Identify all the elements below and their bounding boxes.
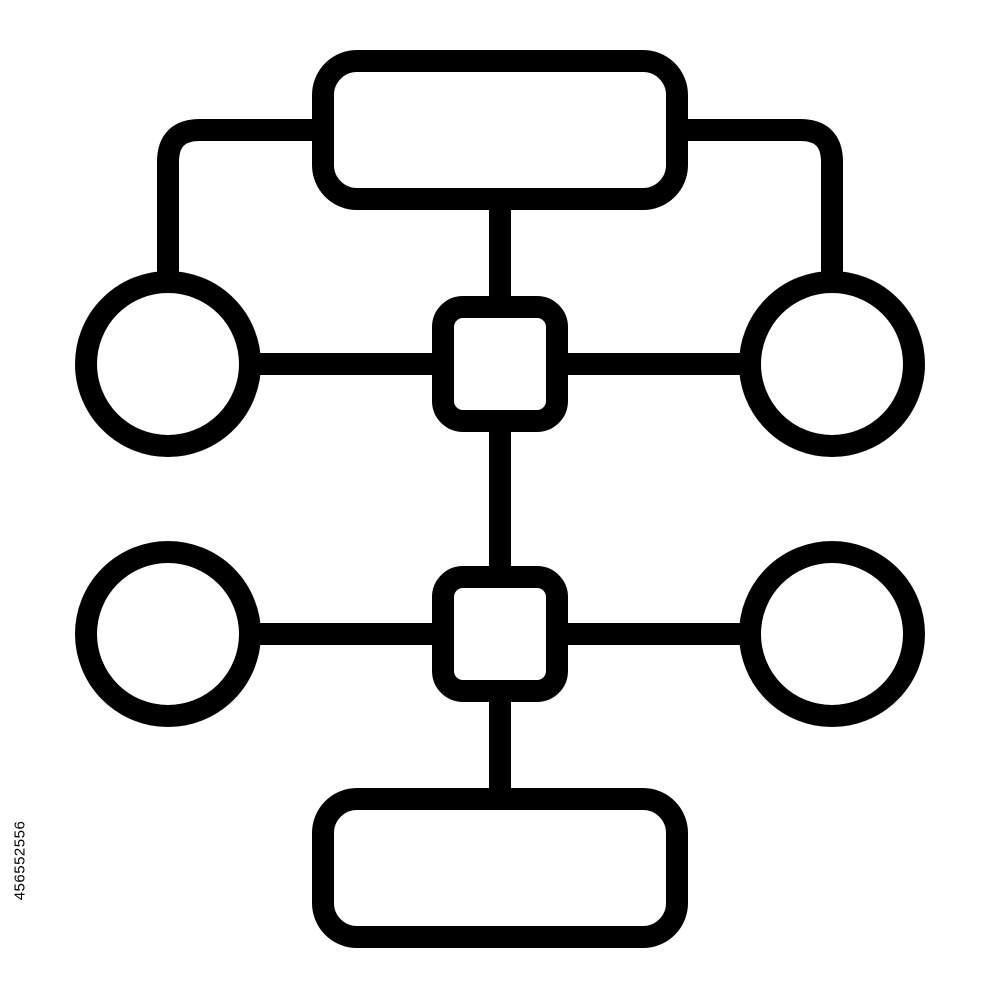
top-rect-node	[312, 50, 688, 210]
connector-top-left	[157, 119, 323, 272]
upper-left-circle-node	[75, 271, 261, 457]
connector-top-right	[677, 119, 843, 272]
bottom-rect-node	[312, 788, 688, 948]
stock-id-text: 456552556	[11, 820, 29, 900]
upper-square-node	[432, 296, 568, 432]
lower-right-circle-node	[739, 541, 925, 727]
stock-id-label: 456552556	[8, 760, 32, 960]
upper-right-circle-node	[739, 271, 925, 457]
lower-square-node	[432, 566, 568, 702]
lower-left-circle-node	[75, 541, 261, 727]
